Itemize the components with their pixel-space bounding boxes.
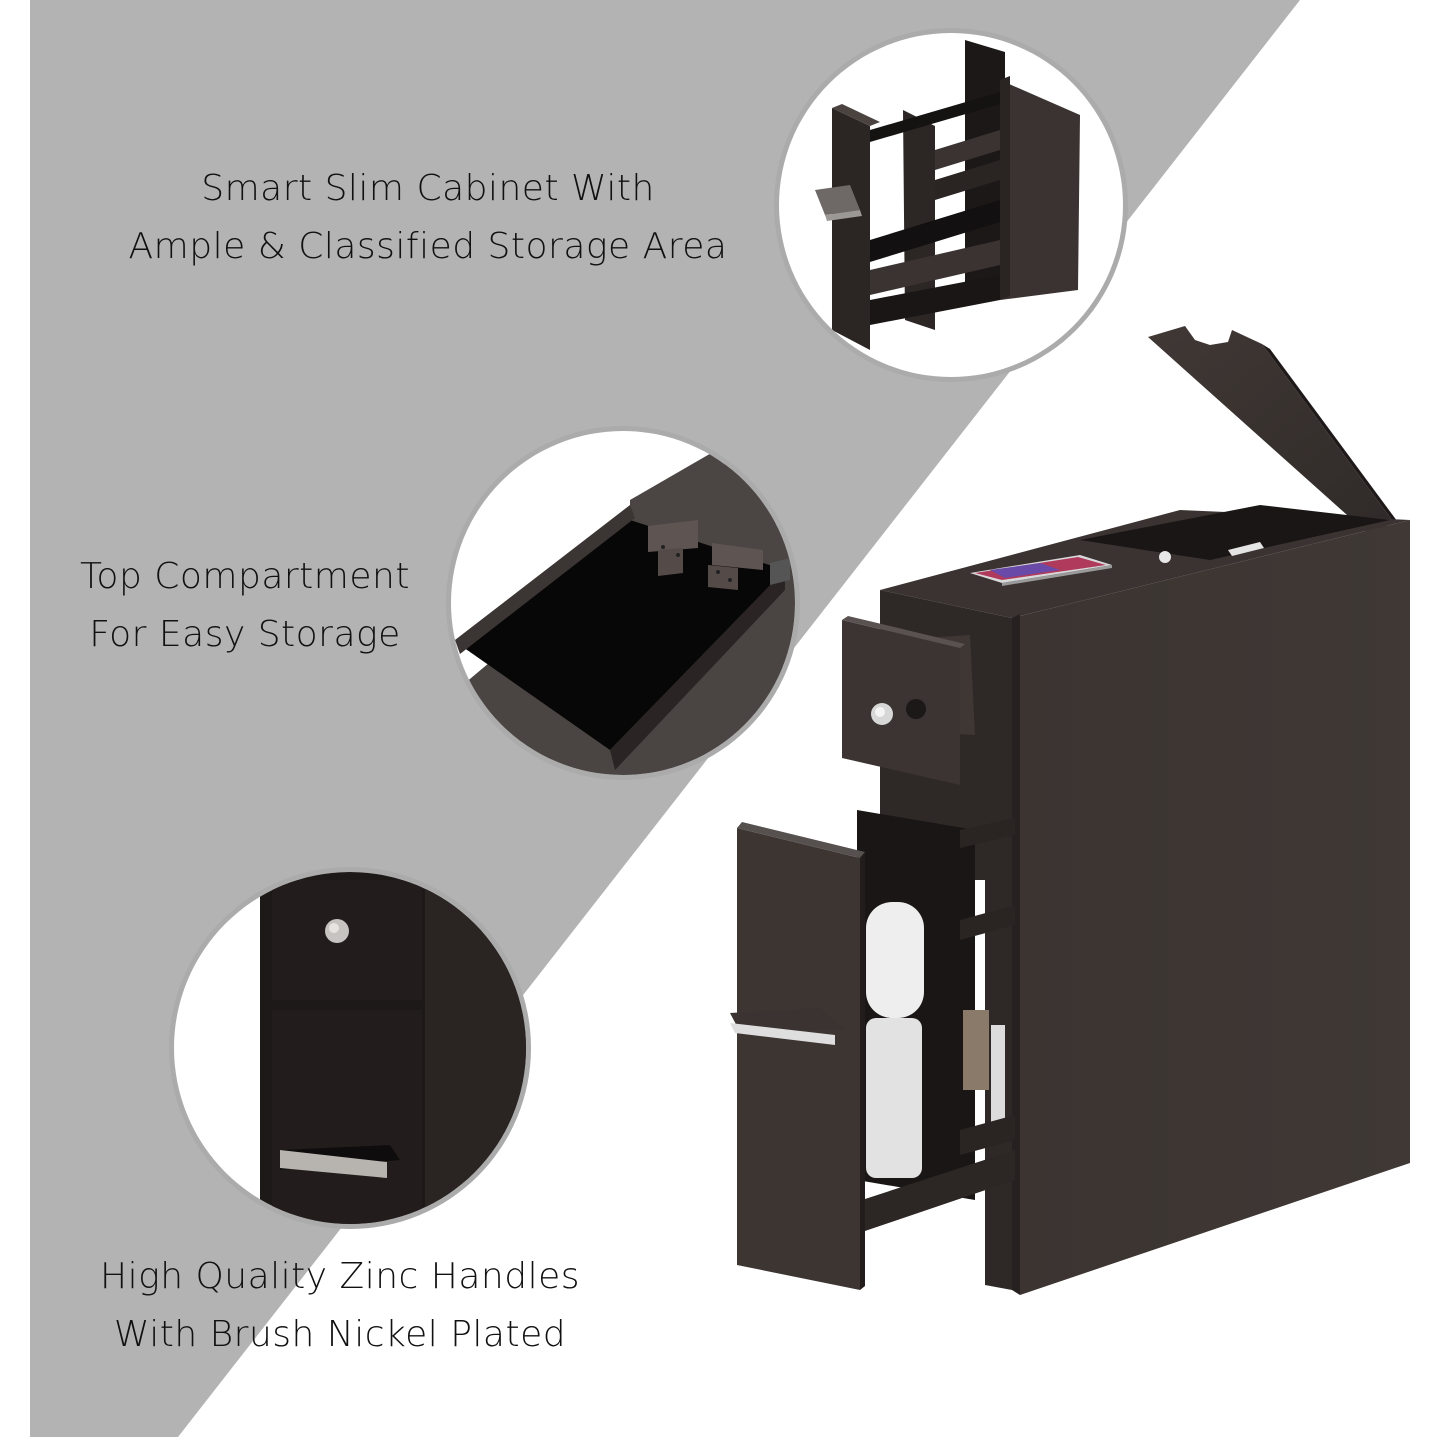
toilet-paper-roll xyxy=(866,902,924,1018)
bar-handle-icon xyxy=(730,1008,845,1032)
feature-caption-handles: High Quality Zinc Handles With Brush Nic… xyxy=(60,1248,620,1364)
feature-caption-top-compartment: Top Compartment For Easy Storage xyxy=(60,548,430,664)
feature-caption-storage: Smart Slim Cabinet With Ample & Classifi… xyxy=(98,160,758,276)
cabinet-side-panel xyxy=(1012,520,1410,1295)
detail-circle-top-compartment xyxy=(446,426,800,780)
detail-circle-storage xyxy=(774,28,1128,382)
detail-circle-handles xyxy=(169,867,531,1229)
caption-line: High Quality Zinc Handles xyxy=(100,1256,580,1297)
caption-line: Ample & Classified Storage Area xyxy=(128,226,728,267)
toilet-paper-roll xyxy=(866,1018,922,1178)
caption-line: For Easy Storage xyxy=(89,614,401,655)
cabinet-lid xyxy=(1148,326,1392,540)
top-drawer xyxy=(842,616,975,785)
main-cabinet-illustration xyxy=(730,326,1410,1295)
pull-out-rack xyxy=(730,810,1015,1290)
caption-line: With Brush Nickel Plated xyxy=(113,1314,567,1355)
caption-line: Smart Slim Cabinet With xyxy=(201,168,655,209)
caption-line: Top Compartment xyxy=(80,556,410,597)
smartphone-icon xyxy=(970,555,1112,586)
